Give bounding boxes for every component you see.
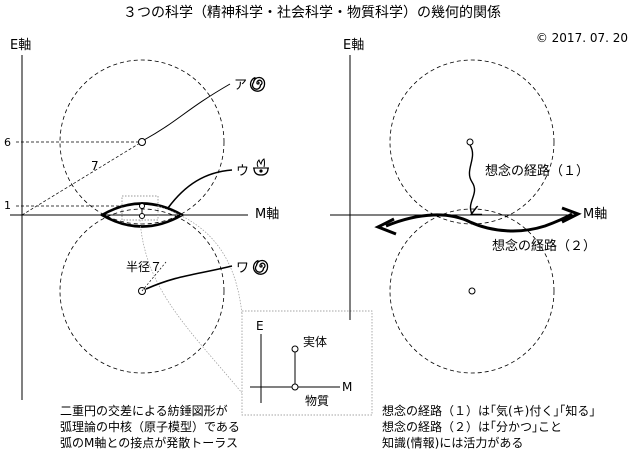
right-diagram: E軸 M軸 想念の経路（１） 想念の経路（２） 想念の経路（１）は｢気(キ)付く… <box>330 38 607 450</box>
left-note-3: 弧のM軸との接点が発散トーラス <box>60 435 238 450</box>
spindle-center-point <box>139 213 145 219</box>
e-axis-label: E軸 <box>10 38 31 53</box>
label-wa: ワ <box>236 261 249 276</box>
inset-e-label: E <box>256 319 264 333</box>
tick-6: 6 <box>4 136 11 149</box>
inset-matter-label: 物質 <box>305 393 329 408</box>
leader-u <box>167 169 233 209</box>
flame-bowl-icon <box>253 158 269 176</box>
thought-path-1 <box>468 144 474 214</box>
label-u: ウ <box>236 164 249 179</box>
zoom-line-upper <box>157 205 243 315</box>
thought-path-2-arrow-right <box>561 206 582 224</box>
inset-entity-point <box>291 345 299 353</box>
left-note-2: 弧理論の中核（原子模型）である <box>60 419 240 434</box>
left-diagram: E軸 M軸 6 1 7 半径７ ア ウ <box>4 38 279 450</box>
inset-m-label: M <box>342 380 352 394</box>
spindle-shape <box>99 202 185 228</box>
inset-matter-point <box>291 383 299 391</box>
upper-center-point <box>138 138 146 146</box>
right-note-1: 想念の経路（１）は｢気(キ)付く｣｢知る｣ <box>382 403 595 418</box>
path-1-label: 想念の経路（１） <box>485 163 589 179</box>
inset-diagram: E M 実体 物質 <box>241 310 373 416</box>
tick-1: 1 <box>4 199 11 212</box>
page-title: ３つの科学（精神科学・社会科学・物質科学）の幾何的関係 <box>123 5 501 21</box>
leader-a <box>143 83 231 141</box>
right-upper-center <box>466 138 474 146</box>
m-axis-label: M軸 <box>255 207 279 222</box>
right-e-axis-label: E軸 <box>343 38 364 53</box>
spindle-top-point <box>139 203 145 209</box>
inset-frame <box>241 310 373 416</box>
right-m-axis-label: M軸 <box>583 207 607 222</box>
right-lower-center <box>468 287 476 295</box>
radius-label: 半径７ <box>126 260 162 274</box>
path-2-label: 想念の経路（２） <box>492 238 596 254</box>
copyright-date: © 2017. 07. 20 <box>536 31 628 45</box>
upper-circle <box>59 59 225 225</box>
inset-entity-label: 実体 <box>303 334 327 349</box>
right-note-3: 知識(情報)には活力がある <box>382 435 523 450</box>
spiral-icon <box>249 76 266 92</box>
left-note-1: 二重円の交差による紡錘図形が <box>60 403 228 418</box>
spiral-icon-2 <box>252 259 269 275</box>
right-note-2: 想念の経路（２）は｢分かつ｣こと <box>382 419 562 434</box>
thought-path-2-arrow-left <box>374 217 397 236</box>
thought-path-2 <box>385 212 573 233</box>
distance-label: 7 <box>91 159 99 173</box>
leader-wa <box>145 265 233 290</box>
label-a: ア <box>234 78 247 93</box>
zoom-line-lower <box>139 219 243 394</box>
distance-guide <box>21 142 141 216</box>
